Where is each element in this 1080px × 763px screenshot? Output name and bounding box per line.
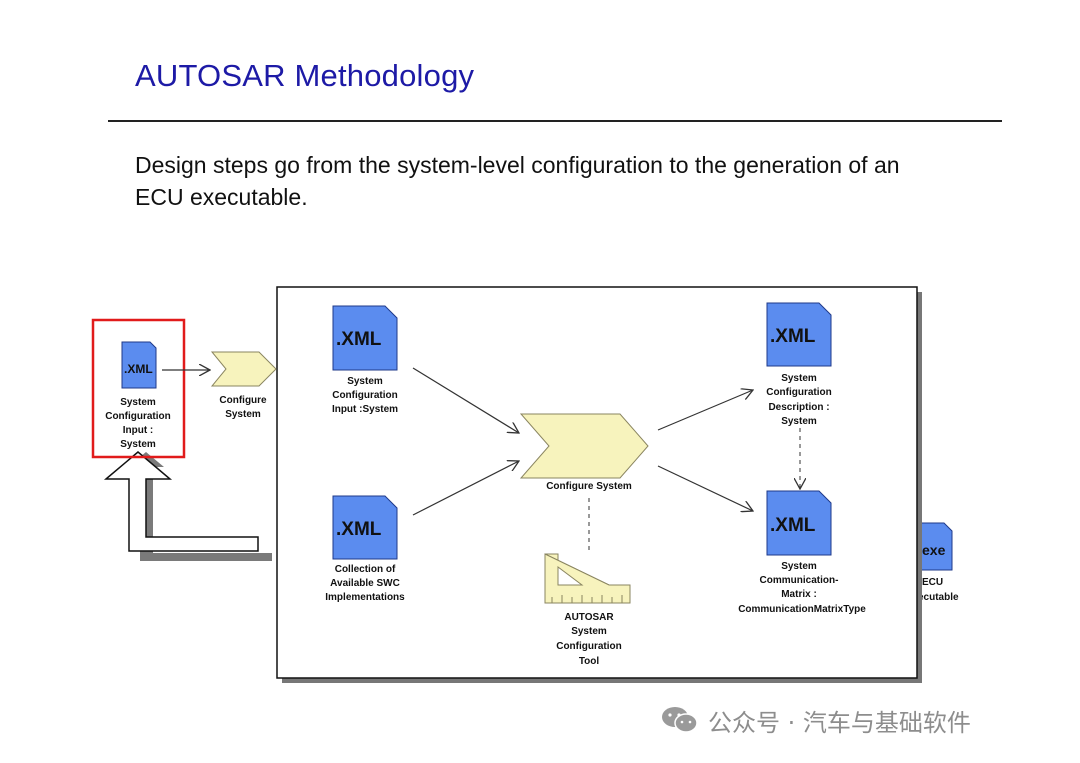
tool-label-2: System	[571, 626, 607, 637]
wechat-icon	[662, 707, 698, 733]
watermark: 公众号 · 汽车与基础软件	[660, 703, 971, 737]
feedback-loop-arrow	[103, 451, 272, 561]
input-system-doc: .XML	[332, 305, 398, 371]
slide-title: AUTOSAR Methodology	[135, 58, 475, 93]
configure-to-description-arrow	[657, 390, 753, 431]
description-ext: .XML	[770, 326, 816, 347]
input-system-label-1: System	[347, 376, 383, 387]
ecu-label-line2: ecutable	[918, 592, 959, 603]
configure-system-label: Configure System	[546, 481, 632, 492]
configure-system-activity	[519, 413, 649, 479]
comm-matrix-ext: .XML	[770, 515, 816, 536]
comm-matrix-label-4: CommunicationMatrixType	[738, 604, 866, 615]
swc-label-2: Available SWC	[330, 578, 400, 589]
ecu-doc-ext: exe	[922, 542, 946, 558]
configuration-tool-icon	[544, 553, 631, 604]
left-doc-label-3: Input :	[123, 425, 154, 436]
swc-to-configure-arrow	[412, 461, 519, 516]
swc-label-3: Implementations	[325, 592, 405, 603]
left-activity-label-1: Configure	[219, 395, 267, 406]
watermark-text: 公众号 · 汽车与基础软件	[708, 708, 971, 737]
input-system-label-3: Input :System	[332, 404, 398, 415]
description-label-4: System	[781, 416, 817, 427]
swc-label-1: Collection of	[335, 564, 396, 575]
left-configure-activity	[210, 351, 277, 387]
ecu-label-line1: ECU	[922, 577, 943, 588]
description-label-1: System	[781, 373, 817, 384]
tool-label-4: Tool	[579, 656, 600, 667]
configure-to-matrix-arrow	[657, 465, 753, 511]
description-label-2: Configuration	[766, 387, 832, 398]
slide-subtitle: Design steps go from the system-level co…	[135, 152, 900, 210]
left-activity-label-2: System	[225, 409, 261, 420]
comm-matrix-doc: .XML	[766, 490, 832, 556]
left-doc-ext: .XML	[124, 362, 153, 376]
swc-collection-doc: .XML	[332, 495, 398, 560]
title-divider	[108, 120, 1002, 122]
description-label-3: Description :	[768, 402, 829, 413]
left-doc-label-1: System	[120, 397, 156, 408]
comm-matrix-label-1: System	[781, 561, 817, 572]
tool-label-3: Configuration	[556, 641, 622, 652]
tool-label-1: AUTOSAR	[564, 612, 614, 623]
input-system-label-2: Configuration	[332, 390, 398, 401]
swc-collection-ext: .XML	[336, 519, 382, 540]
left-doc-label-4: System	[120, 439, 156, 450]
comm-matrix-label-3: Matrix :	[781, 589, 817, 600]
input-to-configure-arrow	[412, 367, 519, 433]
left-input-doc: .XML	[121, 341, 157, 389]
description-doc: .XML	[766, 302, 832, 367]
left-doc-label-2: Configuration	[105, 411, 171, 422]
input-system-ext: .XML	[336, 329, 382, 350]
highlight-box	[91, 318, 186, 459]
comm-matrix-label-2: Communication-	[760, 575, 839, 586]
